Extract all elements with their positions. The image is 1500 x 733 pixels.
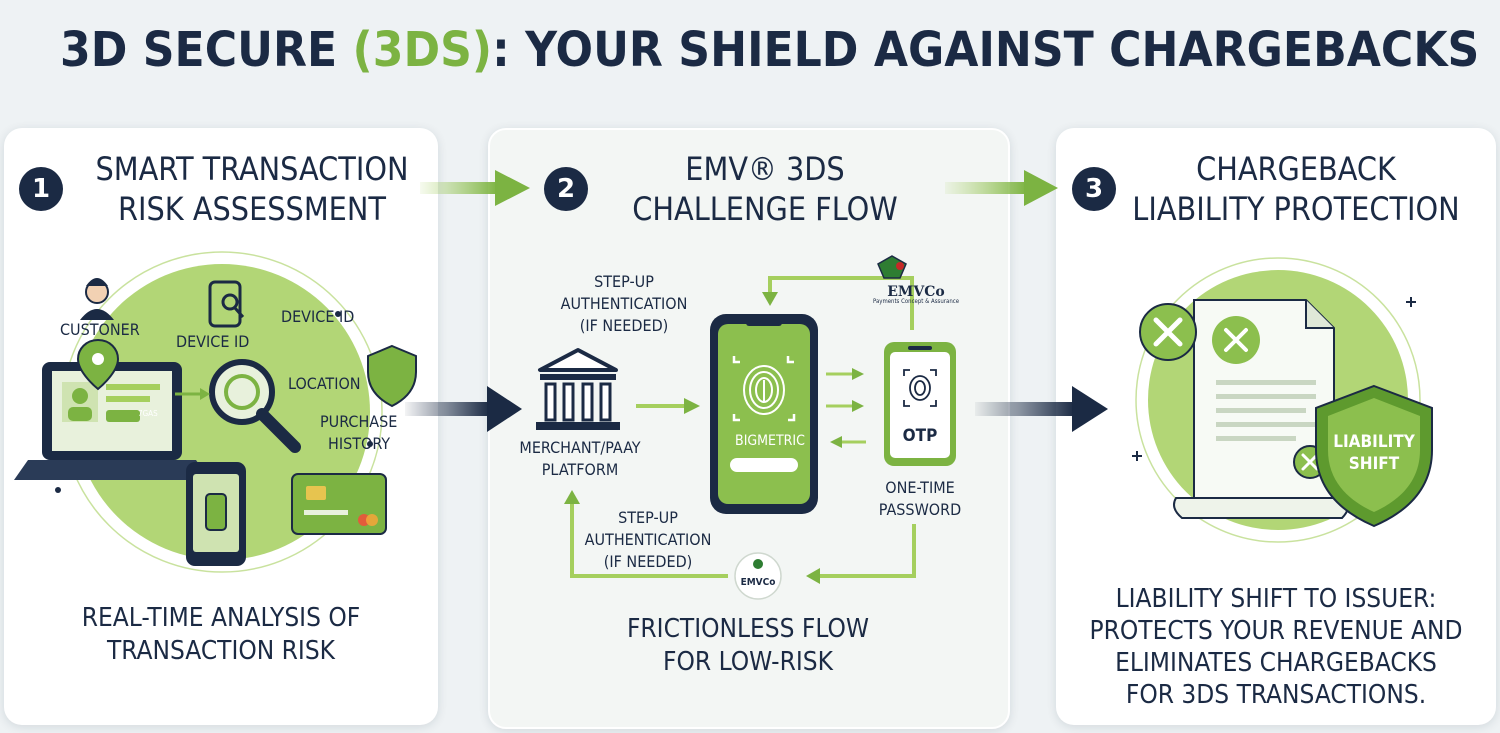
liability-illustration xyxy=(1132,257,1433,543)
otp-phone-icon xyxy=(884,342,956,466)
magnifier-icon xyxy=(209,359,301,453)
title-part-2: : YOUR SHIELD AGAINST CHARGEBACKS xyxy=(492,22,1480,78)
label-merchant-1: MERCHANT/PAAY xyxy=(519,438,641,457)
label-stepup-bottom-2: AUTHENTICATION xyxy=(584,530,712,549)
top-arrow-1-2 xyxy=(420,170,530,206)
label-biometric: BIGMETRIC xyxy=(735,433,805,449)
label-onetime-1: ONE-TIME xyxy=(885,478,955,497)
step-3-caption-line-1: LIABILITY SHIFT TO ISSUER: xyxy=(1115,584,1437,614)
label-stepup-top-2: AUTHENTICATION xyxy=(560,294,688,313)
biometric-phone-icon xyxy=(710,314,818,514)
shield-label-line-1: LIABILITY xyxy=(1333,432,1415,452)
label-location: LOCATION xyxy=(288,374,361,393)
mid-arrow-1-2 xyxy=(405,386,522,432)
device-id-icon xyxy=(208,280,245,328)
liability-shield-icon xyxy=(1315,384,1433,528)
screen-tag: 7GAS xyxy=(138,409,158,418)
step-1-caption-line-2: TRANSACTION RISK xyxy=(106,636,336,666)
bottom-loop-arrow xyxy=(564,490,916,584)
label-device-id-1: DEVICE ID xyxy=(176,332,250,351)
top-arrow-2-3 xyxy=(945,170,1058,206)
step-2-caption-line-1: FRICTIONLESS FLOW xyxy=(626,614,870,644)
step-2-heading-line-1: EMV® 3DS xyxy=(685,150,845,188)
step-3-caption-line-4: FOR 3DS TRANSACTIONS. xyxy=(1125,680,1427,710)
step-2-heading-line-2: CHALLENGE FLOW xyxy=(632,190,898,228)
shield-label-line-2: SHIFT xyxy=(1348,454,1400,474)
emvco-top-text: EMVCo xyxy=(887,284,945,300)
label-merchant-2: PLATFORM xyxy=(541,460,619,479)
title-part-1: 3D SECURE xyxy=(60,22,353,78)
title-accent: (3DS) xyxy=(352,22,493,78)
label-customer: CUSTONER xyxy=(60,320,140,339)
step-1-heading-line-2: RISK ASSESSMENT xyxy=(118,190,386,228)
label-stepup-bottom-3: (IF NEEDED) xyxy=(603,552,693,571)
label-device-id-2: DEVICE ID xyxy=(281,307,355,326)
label-purchase: PURCHASE xyxy=(320,412,398,431)
laptop-icon xyxy=(14,362,210,480)
shield-icon xyxy=(367,344,417,408)
step-3-caption-line-3: ELIMINATES CHARGEBACKS xyxy=(1115,648,1437,678)
label-history: HISTORY xyxy=(328,434,391,453)
emvco-top-subtext: Payments Concept & Assurance xyxy=(872,298,960,305)
step-3-heading-line-2: LIABILITY PROTECTION xyxy=(1132,190,1460,228)
reject-icon-2 xyxy=(1212,316,1260,364)
label-stepup-top-1: STEP-UP xyxy=(594,272,654,291)
emvco-bottom-logo xyxy=(734,552,782,600)
risk-assessment-illustration xyxy=(14,251,417,573)
step-1-caption-line-1: REAL-TIME ANALYSIS OF xyxy=(81,603,361,633)
step-2-caption-line-2: FOR LOW-RISK xyxy=(663,647,833,677)
arrows-to-otp xyxy=(826,368,866,448)
page-title: 3D SECURE (3DS): YOUR SHIELD AGAINST CHA… xyxy=(60,22,1479,78)
challenge-flow-illustration xyxy=(536,255,956,600)
bank-icon xyxy=(536,348,620,430)
label-onetime-2: PASSWORD xyxy=(878,500,962,519)
customer-icon xyxy=(80,278,114,320)
label-stepup-bottom-1: STEP-UP xyxy=(618,508,678,527)
mid-arrow-2-3 xyxy=(975,386,1108,432)
phone-icon xyxy=(186,462,246,566)
step-1-heading-line-1: SMART TRANSACTION xyxy=(95,150,409,188)
step-3-heading-line-1: CHARGEBACK xyxy=(1196,150,1396,188)
location-pin-icon xyxy=(76,338,120,391)
step-3-caption-line-2: PROTECTS YOUR REVENUE AND xyxy=(1089,616,1463,646)
label-otp: OTP xyxy=(902,426,938,446)
emvco-top-logo xyxy=(877,255,907,279)
emvco-bottom-text: EMVCo xyxy=(740,577,776,588)
step-2-number: 2 xyxy=(544,167,588,211)
credit-card-icon xyxy=(291,473,387,535)
top-loop-arrow xyxy=(762,276,914,330)
reject-icon-1 xyxy=(1139,303,1197,361)
step-1-number: 1 xyxy=(19,167,63,211)
step-3-number: 3 xyxy=(1072,167,1116,211)
label-stepup-top-3: (IF NEEDED) xyxy=(579,316,669,335)
